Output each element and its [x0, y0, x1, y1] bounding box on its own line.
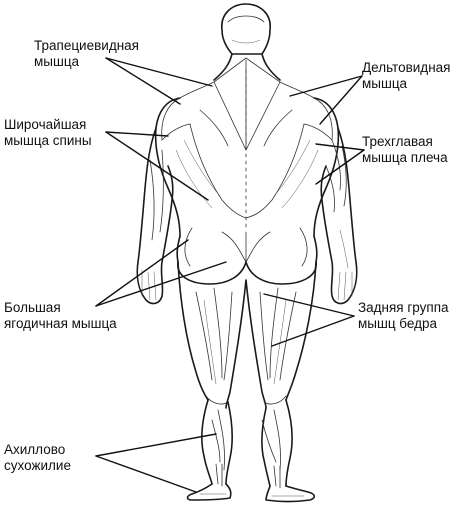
hamstring-muscles — [177, 261, 317, 409]
label-triceps-line2: мышца плеча — [362, 150, 448, 165]
label-gluteus-line1: Большая — [4, 300, 61, 315]
head — [221, 3, 271, 55]
label-trapezius: Трапециевидная мышца — [34, 38, 139, 70]
label-achilles-line1: Ахиллово — [4, 442, 66, 457]
label-gluteus: Большая ягодичная мышца — [4, 300, 117, 332]
achilles-tendon — [215, 463, 281, 489]
trapezius-muscle — [179, 57, 315, 151]
label-latissimus-line2: мышца спины — [4, 133, 92, 148]
label-deltoid-line1: Дельтовидная — [362, 60, 451, 75]
latissimus-muscle — [189, 109, 305, 219]
left-foot — [186, 483, 232, 501]
leader-lines — [95, 57, 365, 493]
label-triceps-line1: Трехглавая — [362, 134, 433, 149]
torso — [154, 97, 340, 237]
label-deltoid-line2: мышца — [362, 76, 408, 91]
label-gluteus-line2: ягодичная мышца — [4, 316, 117, 331]
label-trapezius-line2: мышца — [34, 54, 80, 69]
label-achilles: Ахиллово сухожилие — [4, 442, 71, 474]
label-triceps: Трехглавая мышца плеча — [362, 134, 448, 166]
label-hamstrings-line1: Задняя группа — [358, 300, 449, 315]
label-achilles-line2: сухожилие — [4, 458, 71, 473]
right-foot — [265, 485, 316, 503]
label-hamstrings: Задняя группа мышц бедра — [358, 300, 449, 332]
neck — [213, 53, 281, 81]
deltoid-muscle — [161, 97, 333, 141]
triceps-muscle — [325, 139, 347, 213]
label-latissimus: Широчайшая мышца спины — [4, 117, 92, 149]
label-latissimus-line1: Широчайшая — [4, 117, 87, 132]
gluteus-muscle — [177, 261, 317, 285]
human-figure-back-view — [136, 3, 358, 503]
label-deltoid: Дельтовидная мышца — [362, 60, 450, 92]
label-trapezius-line1: Трапециевидная — [34, 38, 139, 53]
right-arm — [320, 127, 358, 305]
label-hamstrings-line2: мышц бедра — [358, 316, 437, 331]
left-arm — [136, 127, 174, 305]
calves — [201, 399, 293, 487]
